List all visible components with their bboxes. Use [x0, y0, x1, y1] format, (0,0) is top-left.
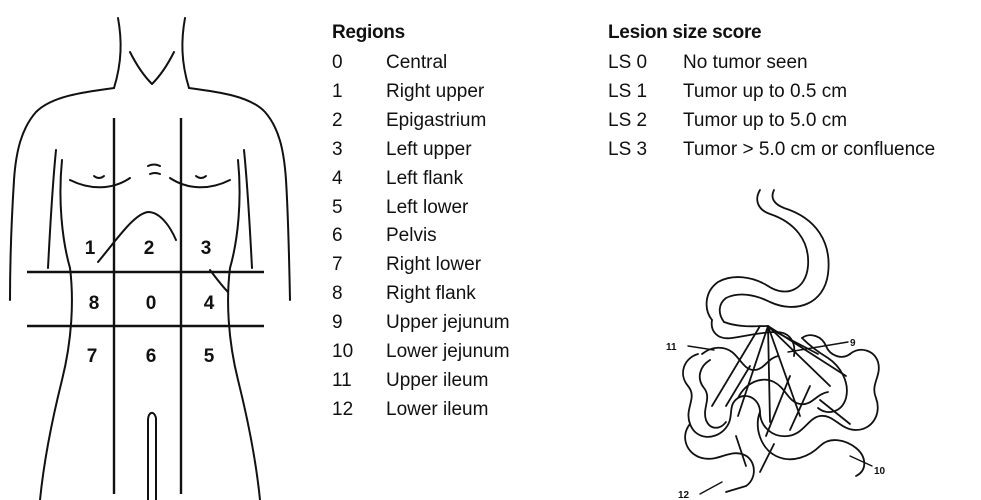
callout-9: 9 [850, 338, 856, 349]
region-8-label: 8 [89, 293, 100, 314]
legend-code: 11 [332, 367, 386, 396]
legend-label: Right upper [386, 78, 484, 107]
region-1-label: 1 [85, 238, 96, 259]
region-0-label: 0 [146, 293, 157, 314]
ls-label: Tumor up to 0.5 cm [683, 78, 847, 107]
bowel-illustration: 9 10 11 12 [650, 186, 910, 500]
ls-code: LS 0 [608, 49, 683, 78]
legend-code: 12 [332, 396, 386, 425]
legend-code: 6 [332, 222, 386, 251]
callout-12: 12 [678, 490, 690, 500]
region-5-label: 5 [204, 346, 215, 367]
ls-code: LS 3 [608, 136, 683, 165]
legend-code: 4 [332, 165, 386, 194]
legend-label: Left lower [386, 194, 468, 223]
region-4-label: 4 [204, 293, 215, 314]
legend-label: Left upper [386, 136, 472, 165]
ls-code: LS 2 [608, 107, 683, 136]
legend-label: Pelvis [386, 222, 437, 251]
legend-label: Right flank [386, 280, 476, 309]
torso-outline: 1 2 3 8 0 4 7 6 5 [0, 0, 300, 500]
legend-label: Lower jejunum [386, 338, 510, 367]
ls-label: Tumor up to 5.0 cm [683, 107, 847, 136]
region-7-label: 7 [87, 346, 98, 367]
legend-label: Right lower [386, 251, 481, 280]
legend-code: 7 [332, 251, 386, 280]
legend-code: 8 [332, 280, 386, 309]
legend-code: 2 [332, 107, 386, 136]
legend-code: 3 [332, 136, 386, 165]
ls-label: No tumor seen [683, 49, 808, 78]
torso-diagram: 1 2 3 8 0 4 7 6 5 [0, 0, 300, 500]
legend-label: Upper ileum [386, 367, 488, 396]
callout-10: 10 [874, 466, 886, 477]
legend-code: 10 [332, 338, 386, 367]
regions-title: Regions [332, 20, 562, 46]
legend-code: 5 [332, 194, 386, 223]
ls-label: Tumor > 5.0 cm or confluence [683, 136, 935, 165]
legend-code: 0 [332, 49, 386, 78]
legend-label: Upper jejunum [386, 309, 510, 338]
region-2-label: 2 [144, 238, 155, 259]
callout-11: 11 [666, 342, 677, 353]
legend-label: Epigastrium [386, 107, 486, 136]
legend-code: 1 [332, 78, 386, 107]
legend-code: 9 [332, 309, 386, 338]
legend-label: Central [386, 49, 447, 78]
region-6-label: 6 [146, 346, 157, 367]
ls-code: LS 1 [608, 78, 683, 107]
region-3-label: 3 [201, 238, 212, 259]
legend-label: Lower ileum [386, 396, 488, 425]
small-bowel-diagram: 9 10 11 12 [650, 186, 910, 500]
legend-label: Left flank [386, 165, 463, 194]
lesion-size-title: Lesion size score [608, 20, 980, 46]
